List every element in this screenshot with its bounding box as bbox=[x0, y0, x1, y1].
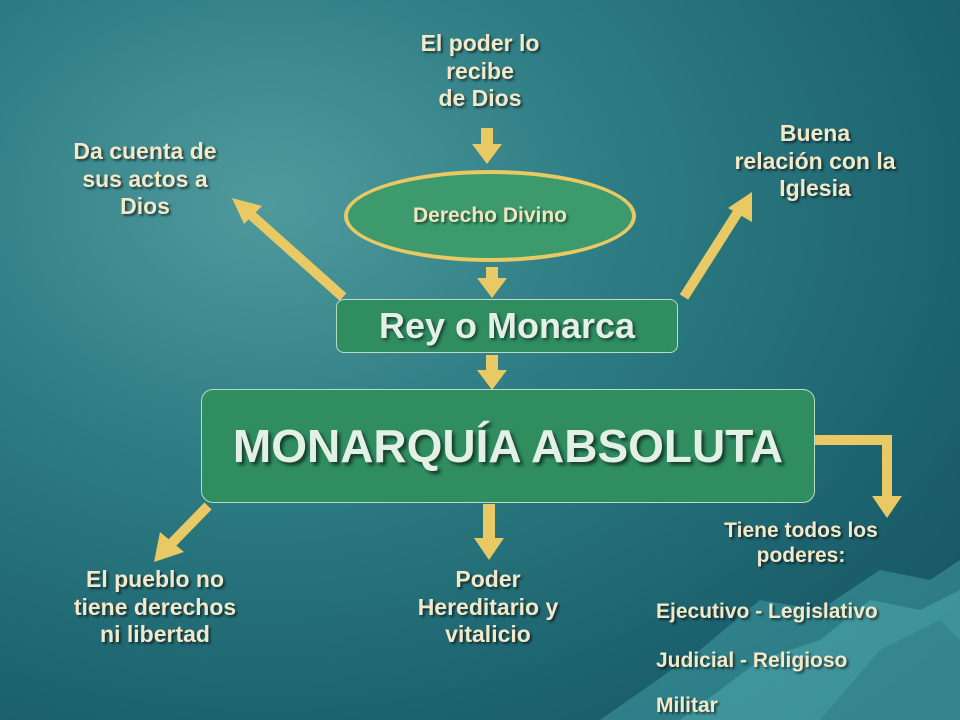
node-monarquia-absoluta: MONARQUÍA ABSOLUTA bbox=[201, 389, 815, 503]
poder-militar: Militar bbox=[656, 694, 718, 717]
label-tiene-poderes: Tiene todos los poderes: bbox=[724, 519, 878, 568]
label-poder-dios: El poder lo recibe de Dios bbox=[420, 30, 540, 112]
arrow-to-tiene-poderes bbox=[815, 435, 902, 518]
poder-ejecutivo-legislativo: Ejecutivo - Legislativo bbox=[656, 600, 878, 623]
label-da-cuenta: Da cuenta de sus actos a Dios bbox=[73, 138, 217, 220]
node-rey-monarca: Rey o Monarca bbox=[336, 299, 678, 353]
poder-judicial-religioso: Judicial - Religioso bbox=[656, 649, 848, 672]
label-buena-relacion: Buena relación con la Iglesia bbox=[734, 120, 896, 202]
arrow-down-to-rey bbox=[477, 267, 507, 298]
arrow-down-to-derecho-divino bbox=[472, 128, 502, 164]
node-derecho-divino: Derecho Divino bbox=[344, 170, 636, 262]
label-poder-hereditario: Poder Hereditario y vitalicio bbox=[417, 566, 559, 648]
arrow-to-poder-hereditario bbox=[474, 504, 504, 560]
arrow-to-buena-relacion bbox=[679, 192, 752, 300]
arrow-to-pueblo bbox=[154, 502, 212, 562]
arrow-down-to-monarquia bbox=[477, 355, 507, 390]
label-pueblo: El pueblo no tiene derechos ni libertad bbox=[73, 566, 237, 648]
arrow-to-da-cuenta bbox=[232, 198, 347, 301]
